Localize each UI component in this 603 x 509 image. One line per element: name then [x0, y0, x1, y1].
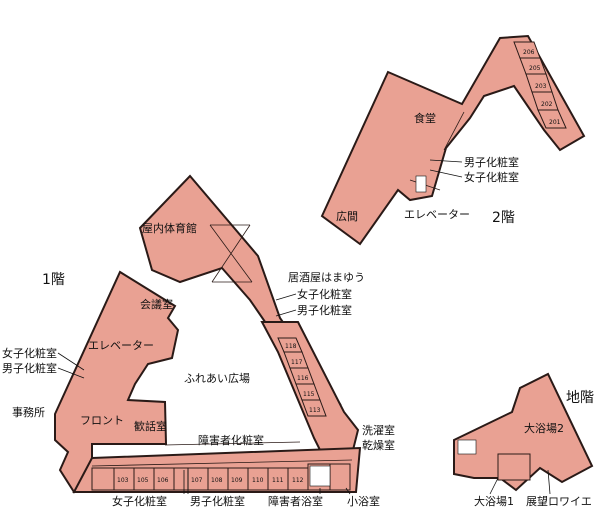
room-113 [301, 399, 327, 417]
label-men-wc-bottom: 男子化粧室 [190, 494, 245, 508]
basement-fixture [457, 439, 477, 455]
label-women-wc-2f: 女子化粧室 [464, 170, 519, 184]
first-floor-plan [54, 174, 362, 494]
label-hiroma: 広間 [336, 210, 358, 223]
room-number: 118 [285, 343, 297, 350]
room-number: 113 [309, 407, 321, 414]
room-wc [173, 467, 189, 491]
label-bath1: 大浴場1 [474, 494, 514, 508]
label-indoor-gym: 屋内体育館 [142, 221, 197, 235]
room-number: 107 [191, 477, 203, 484]
map-labels: 1階 2階 地階 屋内体育館 居酒屋はまゆう 女子化粧室 男子化粧室 会議室 エ… [2, 111, 594, 508]
label-drying: 乾燥室 [362, 438, 395, 452]
label-women-wc-bottom: 女子化粧室 [112, 494, 167, 508]
room-cell [91, 467, 115, 491]
left-building [54, 270, 180, 494]
right-wing-rooms [277, 337, 327, 417]
room-number: 111 [272, 477, 284, 484]
leader-lines [57, 159, 551, 495]
room-number: 205 [529, 65, 541, 72]
label-fureai: ふれあい広場 [184, 372, 250, 385]
room-number: 109 [231, 477, 243, 484]
floor-label-1f: 1階 [42, 272, 65, 288]
floor-label-b1: 地階 [566, 390, 594, 406]
room-number: 108 [211, 477, 223, 484]
room-201 [537, 109, 567, 129]
room-number: 117 [291, 359, 303, 366]
room-number: 202 [541, 101, 553, 108]
label-front: フロント [80, 414, 124, 427]
label-lounge: 歓話室 [134, 419, 167, 433]
room-number: 201 [549, 119, 561, 126]
room-number: 112 [292, 477, 304, 484]
accessible-bath-fixture [309, 465, 331, 487]
label-men-wc-2f: 男子化粧室 [464, 155, 519, 169]
bath1-room [497, 453, 531, 481]
room-number: 206 [523, 49, 535, 56]
room-number: 116 [297, 375, 309, 382]
label-men-wc-left: 男子化粧室 [2, 361, 57, 375]
label-elevator-1f: エレベーター [88, 339, 154, 352]
label-accessible-bath: 障害者浴室 [268, 494, 323, 508]
label-bath2: 大浴場2 [524, 421, 564, 435]
room-numbers: 103 105 106 107 108 109 110 111 112 113 … [117, 49, 561, 484]
room-small-bath [329, 463, 351, 491]
basement-floor-plan [453, 372, 594, 492]
second-floor-building [320, 34, 586, 246]
label-dining: 食堂 [414, 111, 436, 125]
label-izakaya: 居酒屋はまゆう [288, 271, 365, 284]
label-foyer: 展望ロワイエ [526, 495, 592, 508]
label-men-wc-mid: 男子化粧室 [297, 303, 352, 317]
label-small-bath: 小浴室 [347, 494, 380, 508]
label-women-wc-left: 女子化粧室 [2, 346, 57, 360]
basement-building [453, 372, 594, 492]
label-women-wc-mid: 女子化粧室 [297, 287, 352, 301]
label-accessible-wc: 障害者化粧室 [198, 433, 264, 447]
second-floor-rooms [513, 41, 567, 129]
gym-hatch [209, 224, 253, 283]
room-number: 103 [117, 477, 129, 484]
label-conference: 会議室 [140, 297, 173, 311]
room-number: 105 [137, 477, 149, 484]
second-floor-plan [320, 34, 586, 246]
room-number: 110 [252, 477, 264, 484]
label-office: 事務所 [12, 405, 45, 419]
floor-label-2f: 2階 [492, 210, 515, 226]
label-elevator-2f: エレベーター [404, 208, 470, 221]
room-number: 106 [157, 477, 169, 484]
room-number: 203 [535, 83, 547, 90]
stair-icon [415, 175, 427, 193]
room-number: 115 [303, 391, 315, 398]
label-laundry: 洗濯室 [362, 423, 395, 437]
